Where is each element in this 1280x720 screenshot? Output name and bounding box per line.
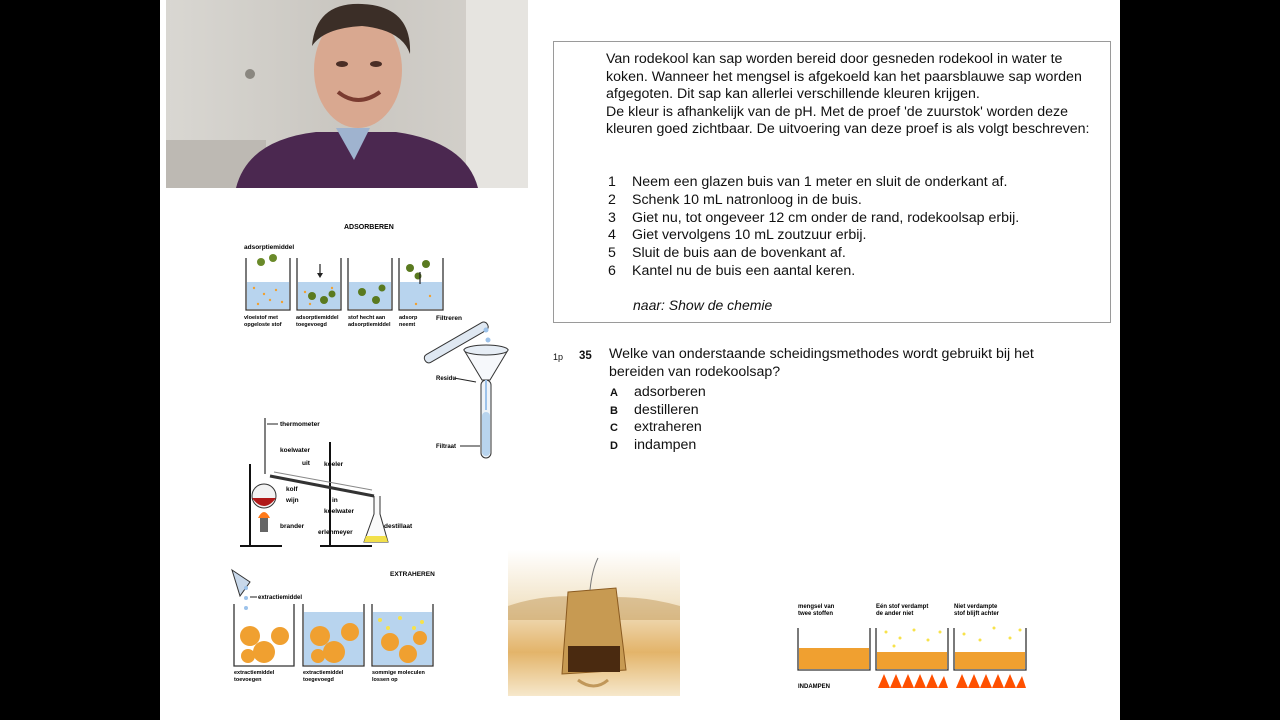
svg-text:destillaat: destillaat: [384, 523, 413, 530]
svg-text:in: in: [332, 497, 338, 504]
svg-text:kolf: kolf: [286, 486, 298, 493]
svg-text:Niet verdampte: Niet verdampte: [954, 604, 998, 610]
svg-text:extractiemiddel: extractiemiddel: [303, 670, 344, 676]
question-text: Welke van onderstaande scheidingsmethode…: [609, 346, 1034, 380]
svg-text:Eén stof verdampt: Eén stof verdampt: [876, 604, 928, 610]
svg-text:lossen op: lossen op: [372, 677, 398, 683]
source-citation: naar: Show de chemie: [633, 297, 773, 313]
svg-text:opgeloste stof: opgeloste stof: [244, 322, 282, 328]
filter-diagram: Filtreren Residu Filtraat: [423, 315, 509, 459]
question-number: 35: [579, 350, 592, 362]
svg-text:vloeistof met: vloeistof met: [244, 315, 278, 321]
context-text-box: Van rodekool kan sap worden bereid door …: [553, 41, 1111, 323]
svg-text:adsorptiemiddel: adsorptiemiddel: [244, 244, 294, 251]
context-paragraph: Van rodekool kan sap worden bereid door …: [606, 51, 1096, 139]
svg-text:koelwater: koelwater: [280, 447, 310, 454]
paragraph-1: Van rodekool kan sap worden bereid door …: [606, 51, 1082, 103]
adsorb-diagram: ADSORBEREN adsorptiemiddel vloeistof met…: [244, 224, 444, 328]
filter-title: Filtreren: [436, 315, 462, 322]
svg-text:adsorptiemiddel: adsorptiemiddel: [348, 322, 391, 328]
svg-text:neemt: neemt: [399, 322, 415, 328]
svg-text:adsorp: adsorp: [399, 315, 418, 321]
svg-text:toegevoegd: toegevoegd: [303, 677, 334, 683]
svg-text:toevoegen: toevoegen: [234, 677, 262, 683]
svg-text:extractiemiddel: extractiemiddel: [234, 670, 275, 676]
svg-text:de ander niet: de ander niet: [876, 611, 913, 617]
distill-diagram: thermometer koelwater uit koeler kolf wi…: [240, 418, 413, 547]
svg-text:EXTRAHEREN: EXTRAHEREN: [390, 571, 435, 578]
svg-text:adsorptiemiddel: adsorptiemiddel: [296, 315, 339, 321]
evap-diagram: mengsel van twee stoffen Eén stof verdam…: [797, 604, 1027, 690]
svg-text:uit: uit: [302, 460, 311, 467]
svg-text:Residu: Residu: [436, 376, 456, 382]
extract-diagram: EXTRAHEREN extractiemiddel extractiemidd…: [231, 568, 435, 683]
svg-text:Filtraat: Filtraat: [436, 444, 456, 450]
svg-text:koeler: koeler: [324, 461, 344, 468]
question-points: 1p: [553, 352, 564, 362]
svg-text:thermometer: thermometer: [280, 421, 320, 428]
webcam-video: [166, 0, 528, 188]
svg-text:extractiemiddel: extractiemiddel: [258, 595, 302, 601]
svg-text:erlenmeyer: erlenmeyer: [318, 529, 353, 536]
svg-text:INDAMPEN: INDAMPEN: [798, 684, 830, 690]
svg-text:toegevoegd: toegevoegd: [296, 322, 327, 328]
svg-text:koelwater: koelwater: [324, 508, 354, 515]
svg-text:sommige moleculen: sommige moleculen: [372, 670, 426, 676]
paragraph-2: De kleur is afhankelijk van de pH. Met d…: [606, 103, 1090, 138]
slide: Van rodekool kan sap worden bereid door …: [160, 0, 1120, 720]
svg-text:mengsel van: mengsel van: [798, 604, 835, 610]
adsorb-title: ADSORBEREN: [344, 224, 394, 231]
presenter-image: [166, 0, 528, 188]
svg-text:stof blijft achter: stof blijft achter: [954, 611, 1000, 617]
svg-text:brander: brander: [280, 523, 305, 530]
svg-text:twee stoffen: twee stoffen: [798, 611, 833, 617]
svg-text:wijn: wijn: [285, 497, 299, 504]
teabag-photo: [508, 550, 680, 696]
svg-text:stof hecht aan: stof hecht aan: [348, 315, 386, 321]
